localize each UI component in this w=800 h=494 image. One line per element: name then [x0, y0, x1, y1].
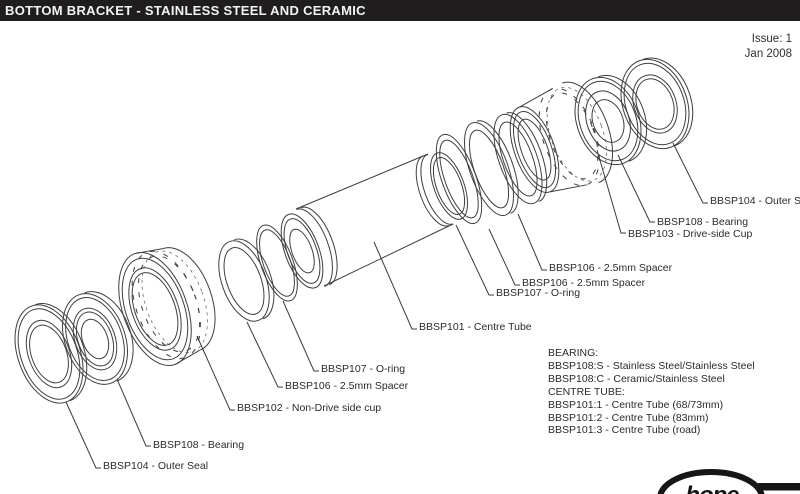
- note-bearing-c: BBSP108:C - Ceramic/Stainless Steel: [548, 372, 725, 385]
- oring-right-drawing: [435, 133, 483, 225]
- note-tube-1: BBSP101:1 - Centre Tube (68/73mm): [548, 398, 724, 411]
- label-bearing-right: BBSP108 - Bearing: [657, 216, 749, 228]
- outer-seal-left-drawing: [14, 303, 88, 404]
- note-tube-3: BBSP101:3 - Centre Tube (road): [548, 424, 701, 437]
- centre-tube-drawing: [280, 152, 468, 289]
- hope-logo: [657, 469, 800, 494]
- note-bearing-s: BBSP108:S - Stainless Steel/Stainless St…: [548, 359, 755, 372]
- hope-logo-text: hope: [676, 482, 748, 494]
- label-oring-left: BBSP107 - O-ring: [321, 363, 406, 375]
- note-bearing-heading: BEARING:: [548, 347, 599, 359]
- non-drive-cup-drawing: [118, 247, 216, 367]
- title-bar: BOTTOM BRACKET - STAINLESS STEEL AND CER…: [0, 0, 800, 21]
- variant-notes: BEARING: BBSP108:S - Stainless Steel/Sta…: [548, 347, 755, 437]
- outer-seal-right-drawing: [620, 57, 694, 150]
- note-tube-2: BBSP101:2 - Centre Tube (83mm): [548, 411, 709, 424]
- bearing-right-drawing: [574, 74, 648, 166]
- issue-block: Issue: 1 Jan 2008: [745, 32, 792, 61]
- label-spacer-right-outer: BBSP106 - 2.5mm Spacer: [549, 262, 673, 274]
- page-title: BOTTOM BRACKET - STAINLESS STEEL AND CER…: [5, 3, 366, 18]
- issue-date: Jan 2008: [744, 47, 792, 60]
- label-outer-seal-left: BBSP104 - Outer Seal: [103, 460, 209, 472]
- label-non-drive-cup: BBSP102 - Non-Drive side cup: [237, 402, 382, 414]
- label-centre-tube: BBSP101 - Centre Tube: [419, 321, 532, 333]
- label-outer-seal-right: BBSP104 - Outer Seal: [710, 195, 800, 207]
- label-bearing-left: BBSP108 - Bearing: [153, 439, 245, 451]
- label-spacer-left: BBSP106 - 2.5mm Spacer: [285, 380, 409, 392]
- label-drive-cup: BBSP103 - Drive-side Cup: [628, 228, 753, 240]
- bearing-left-drawing: [62, 291, 134, 385]
- leader-lines: [65, 142, 708, 469]
- spacer-right-inner-drawing: [464, 120, 519, 217]
- issue-number: Issue: 1: [751, 33, 792, 45]
- label-oring-right: BBSP107 - O-ring: [496, 287, 581, 299]
- label-spacer-right-inner: BBSP106 - 2.5mm Spacer: [522, 277, 646, 289]
- note-tube-heading: CENTRE TUBE:: [548, 385, 625, 398]
- spacer-left-drawing: [218, 238, 275, 322]
